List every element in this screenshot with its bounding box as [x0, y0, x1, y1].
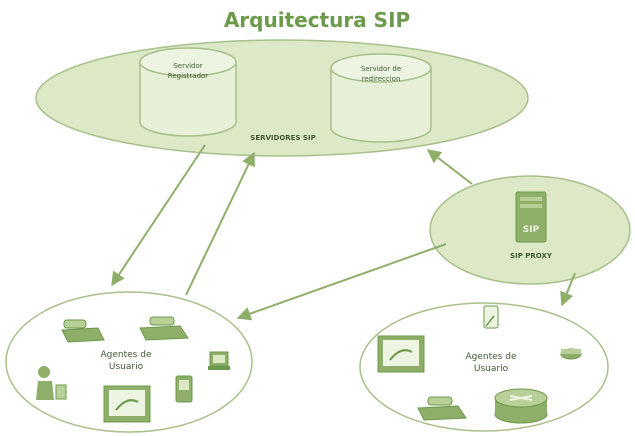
small-terminal-icon [208, 351, 230, 370]
servers-group-label: SERVIDORES SIP [250, 134, 315, 142]
registrar-label-line1: Servidor [173, 62, 202, 70]
diagram-title: Arquitectura SIP [224, 8, 410, 32]
arrow-registrar-to-left-agents [111, 144, 206, 287]
redirect-label-line2: redireccion [362, 75, 401, 83]
phone-booth-icon [175, 375, 193, 403]
router-icon [494, 388, 548, 424]
arrow-proxy-to-right-agents [560, 272, 576, 307]
registrar-label-line2: Registrador [168, 72, 209, 80]
desk-phone-icon [417, 396, 467, 421]
computer-phone-icon [103, 385, 151, 423]
proxy-server-icon: SIP [515, 191, 547, 243]
right-agents-label-line2: Usuario [474, 364, 509, 374]
proxy-icon-text: SIP [523, 225, 540, 235]
desk-phone-icon [139, 316, 189, 341]
computer-phone-icon [377, 335, 425, 373]
desk-phone-icon [61, 319, 105, 343]
arrow-proxy-to-redirect [426, 149, 473, 185]
proxy-label: SIP PROXY [510, 252, 553, 260]
left-agents-label-line1: Agentes de [101, 350, 152, 360]
pda-device-icon [483, 305, 499, 329]
right-agents-label-line1: Agentes de [466, 352, 517, 362]
redirect-label-line1: Servidor de [361, 65, 401, 73]
router-small-icon [560, 348, 582, 360]
registrar-server-cylinder: Servidor Registrador [139, 47, 237, 137]
redirect-server-cylinder: Servidor de redireccion [330, 53, 432, 143]
arrow-left-agents-to-servers [185, 151, 255, 296]
user-at-desk-icon [36, 366, 67, 400]
arrow-proxy-to-left-agents [236, 243, 447, 321]
left-agents-label-line2: Usuario [109, 362, 144, 372]
